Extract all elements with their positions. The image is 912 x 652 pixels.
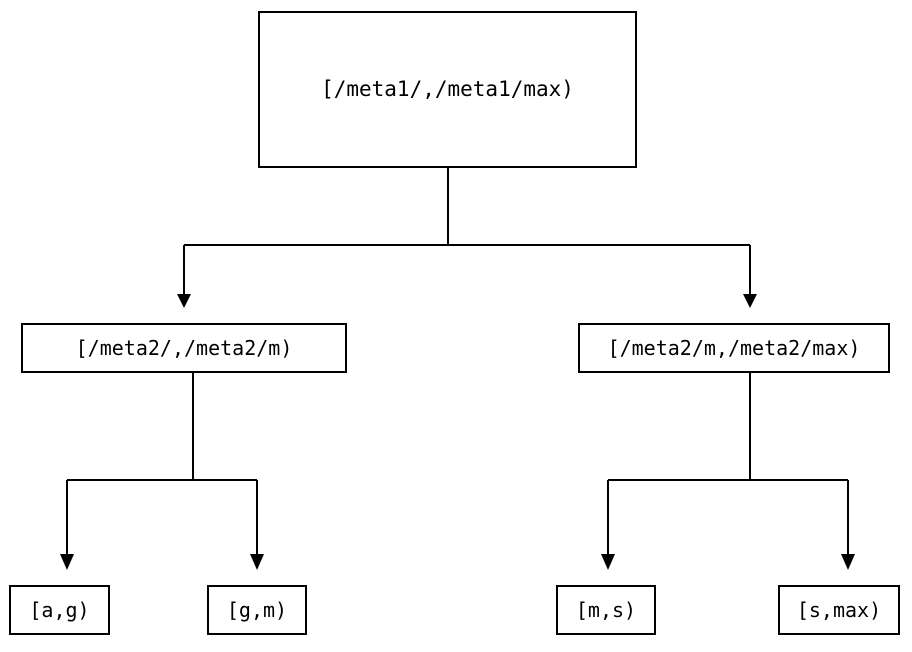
arrowhead-to-mid-left	[177, 294, 191, 308]
node-mid-left-label: [/meta2/,/meta2/m)	[75, 336, 293, 360]
node-leaf-1[interactable]: [a,g)	[9, 585, 110, 635]
node-mid-right-label: [/meta2/m,/meta2/max)	[607, 336, 861, 360]
arrowhead-to-leaf-2	[250, 554, 264, 570]
node-leaf-2-label: [g,m)	[226, 598, 288, 622]
node-leaf-4[interactable]: [s,max)	[778, 585, 900, 635]
node-mid-left[interactable]: [/meta2/,/meta2/m)	[21, 323, 347, 373]
arrowhead-to-leaf-3	[601, 554, 615, 570]
node-mid-right[interactable]: [/meta2/m,/meta2/max)	[578, 323, 890, 373]
node-root-label: [/meta1/,/meta1/max)	[321, 77, 574, 101]
node-leaf-3-label: [m,s)	[575, 598, 637, 622]
node-leaf-1-label: [a,g)	[29, 598, 90, 622]
arrowhead-to-leaf-4	[841, 554, 855, 570]
node-leaf-4-label: [s,max)	[796, 598, 882, 622]
node-leaf-2[interactable]: [g,m)	[207, 585, 307, 635]
node-root[interactable]: [/meta1/,/meta1/max)	[258, 11, 637, 168]
node-leaf-3[interactable]: [m,s)	[556, 585, 656, 635]
arrowhead-to-leaf-1	[60, 554, 74, 570]
arrowhead-to-mid-right	[743, 294, 757, 308]
